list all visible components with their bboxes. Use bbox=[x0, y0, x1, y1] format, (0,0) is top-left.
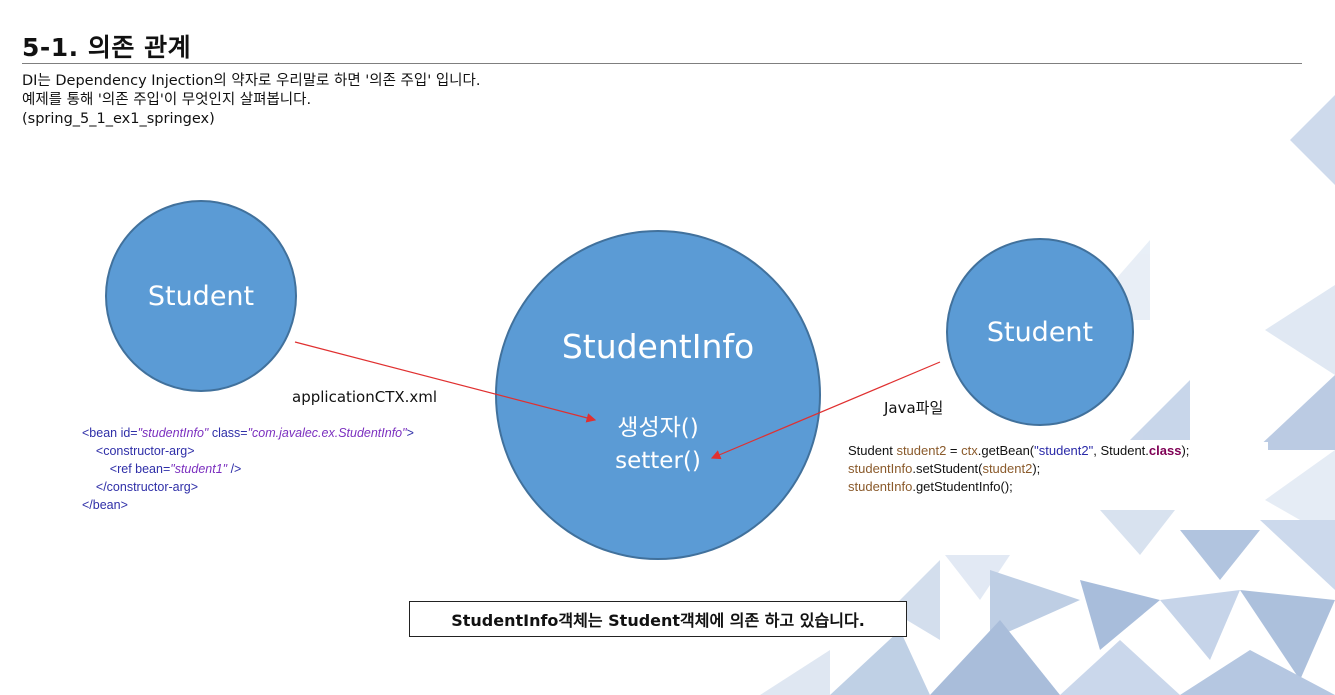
deco-triangle bbox=[990, 570, 1080, 640]
xml-file-label: applicationCTX.xml bbox=[292, 388, 438, 406]
deco-triangle bbox=[930, 620, 1060, 695]
deco-triangle bbox=[1180, 650, 1335, 695]
deco-triangle bbox=[1255, 375, 1335, 450]
deco-triangle bbox=[1265, 285, 1335, 375]
circle-label: StudentInfo bbox=[561, 327, 755, 366]
xml-config-code: <bean id="studentInfo" class="com.javale… bbox=[82, 426, 414, 512]
deco-triangle bbox=[1180, 530, 1260, 580]
deco-triangle bbox=[1080, 580, 1160, 650]
deco-triangle bbox=[1265, 450, 1335, 540]
deco-triangle bbox=[1100, 510, 1175, 555]
deco-triangle bbox=[1060, 640, 1180, 695]
intro-line: 예제를 통해 '의존 주입'이 무엇인지 살펴봅니다. bbox=[22, 92, 312, 108]
java-code: Student student2 = ctx.getBean("student2… bbox=[848, 442, 1268, 496]
student-circle-right: Student bbox=[946, 238, 1134, 426]
page-title: 5-1. 의존 관계 bbox=[22, 33, 192, 62]
title-divider bbox=[22, 63, 1302, 64]
intro-line: DI는 Dependency Injection의 약자로 우리말로 하면 '의… bbox=[22, 73, 481, 89]
deco-triangle bbox=[945, 555, 1010, 600]
deco-triangle bbox=[760, 650, 830, 695]
xml-injection-arrow bbox=[294, 341, 597, 423]
java-injection-arrow bbox=[710, 361, 941, 460]
java-file-label: Java파일 bbox=[884, 399, 944, 417]
student-circle-left: Student bbox=[105, 200, 297, 392]
circle-label: Student bbox=[986, 316, 1094, 348]
deco-triangle bbox=[1290, 95, 1335, 185]
deco-triangle bbox=[1240, 590, 1335, 680]
deco-triangle bbox=[830, 630, 930, 695]
intro-text: DI는 Dependency Injection의 약자로 우리말로 하면 '의… bbox=[22, 72, 480, 129]
constructor-label: 생성자() bbox=[617, 415, 699, 441]
deco-triangle bbox=[890, 560, 940, 640]
deco-triangle bbox=[1260, 520, 1335, 590]
setter-label: setter() bbox=[615, 448, 701, 474]
studentinfo-circle: StudentInfo 생성자() setter() bbox=[495, 230, 821, 560]
summary-box: StudentInfo객체는 Student객체에 의존 하고 있습니다. bbox=[409, 601, 907, 637]
circle-label: Student bbox=[147, 280, 255, 312]
intro-line: (spring_5_1_ex1_springex) bbox=[22, 111, 215, 127]
deco-triangle bbox=[1160, 590, 1240, 660]
deco-triangle bbox=[1130, 380, 1190, 440]
